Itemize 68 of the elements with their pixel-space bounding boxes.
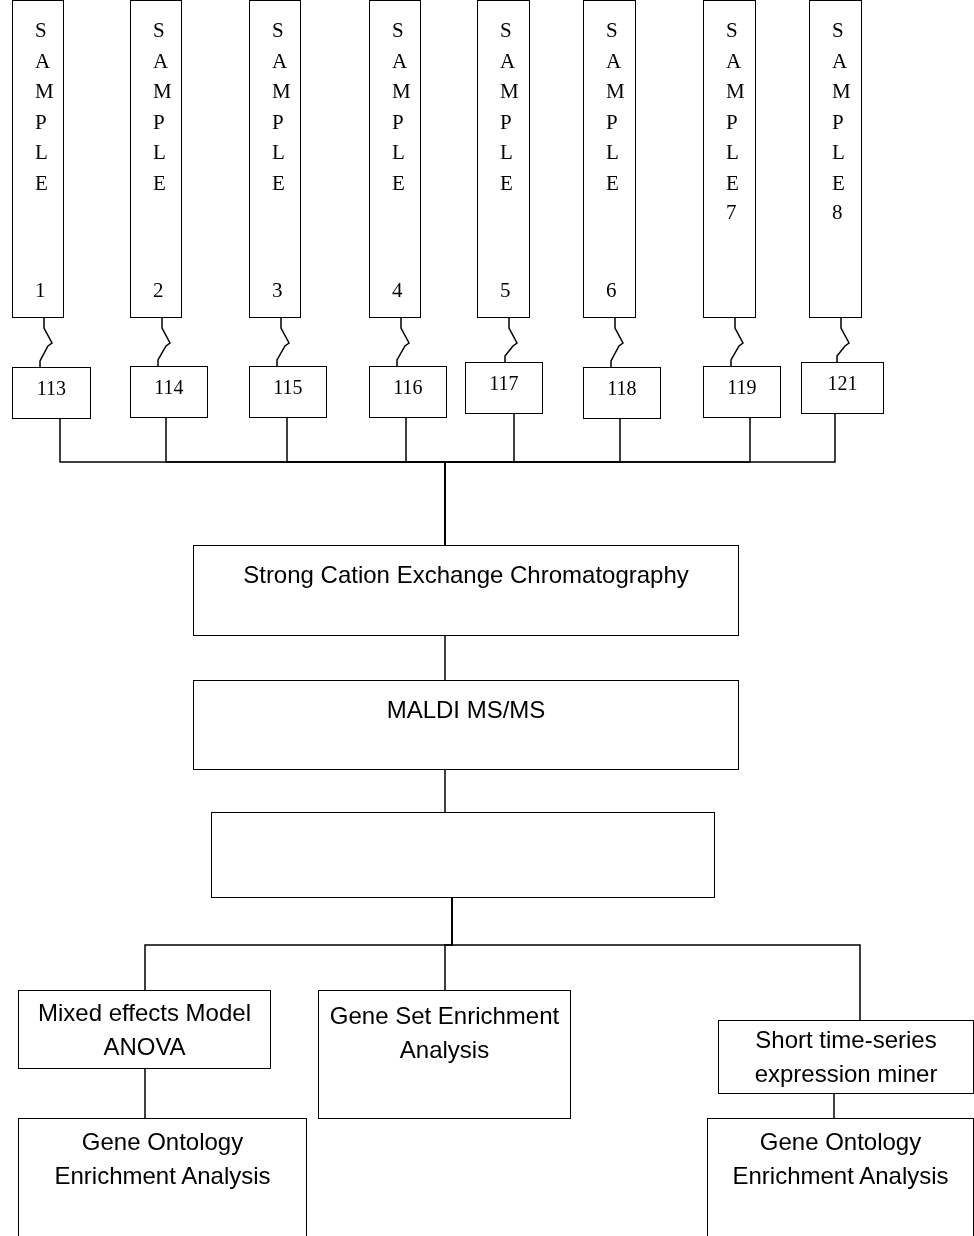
process-box <box>193 680 739 770</box>
label-box <box>801 362 884 414</box>
process-box <box>707 1118 974 1236</box>
sample-label: SAMPLE <box>153 17 173 197</box>
label-number: 119 <box>727 375 757 399</box>
label-number: 121 <box>827 371 858 395</box>
sample-column-box <box>809 0 862 318</box>
break-line <box>836 317 850 363</box>
break-line <box>610 317 624 368</box>
sample-label: SAMPLE <box>272 17 292 197</box>
box-text: MALDI MS/MS <box>385 695 547 725</box>
sample-label: SAMPLE <box>392 17 412 197</box>
connector-line <box>833 1093 835 1119</box>
sample-column-box <box>583 0 636 318</box>
sample-column-box <box>130 0 182 318</box>
sample-column-box <box>369 0 421 318</box>
sample-number: 6 <box>606 277 617 304</box>
box-text: Gene Ontology Enrichment Analysis <box>53 1127 272 1191</box>
label-number: 118 <box>607 376 637 400</box>
process-box <box>318 990 571 1119</box>
label-number: 116 <box>393 375 423 399</box>
break-line <box>276 317 290 367</box>
sample-column-box <box>477 0 530 318</box>
process-box <box>193 545 739 636</box>
label-box <box>130 366 208 418</box>
sample-column-box <box>703 0 756 318</box>
label-box <box>583 367 661 419</box>
label-box <box>465 362 543 414</box>
label-box <box>703 366 781 418</box>
process-box <box>18 1118 307 1236</box>
box-text: Strong Cation Exchange Chromatography <box>242 560 690 590</box>
process-box <box>211 812 715 898</box>
break-line <box>504 317 518 363</box>
connector-line <box>444 769 446 813</box>
label-box <box>12 367 91 419</box>
sample-number: 1 <box>35 277 46 304</box>
sample-label: SAMPLE <box>500 17 520 197</box>
sample-number: 8 <box>832 199 843 226</box>
sample-label: SAMPLE <box>606 17 626 197</box>
process-box <box>18 990 271 1069</box>
sample-number: 2 <box>153 277 164 304</box>
label-box <box>369 366 447 418</box>
box-text: Mixed effects Model ANOVA <box>37 997 252 1062</box>
connector-line <box>444 635 446 681</box>
break-line <box>730 317 744 367</box>
break-line <box>157 317 171 367</box>
box-text: Short time-series expression miner <box>753 1025 939 1089</box>
sample-label: SAMPLE <box>832 17 852 197</box>
sample-number: 3 <box>272 277 283 304</box>
sample-number: 7 <box>726 199 737 226</box>
label-number: 114 <box>154 375 184 399</box>
process-box <box>718 1020 974 1094</box>
sample-label: SAMPLE <box>35 17 55 197</box>
label-box <box>249 366 327 418</box>
label-number: 113 <box>36 376 67 400</box>
sample-number: 4 <box>392 277 403 304</box>
sample-label: SAMPLE <box>726 17 746 197</box>
connector-line <box>451 897 861 1021</box>
break-line <box>396 317 410 367</box>
sample-column-box <box>12 0 64 318</box>
label-number: 115 <box>273 375 303 399</box>
box-text: Gene Ontology Enrichment Analysis <box>731 1127 950 1191</box>
connector-line <box>144 1068 146 1119</box>
sample-column-box <box>249 0 301 318</box>
box-text: Gene Set Enrichment Analysis <box>328 1001 561 1065</box>
sample-number: 5 <box>500 277 511 304</box>
break-line <box>39 317 53 368</box>
label-number: 117 <box>489 371 519 395</box>
